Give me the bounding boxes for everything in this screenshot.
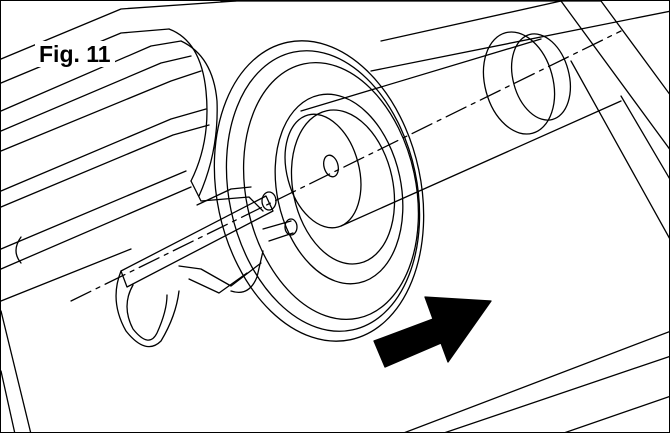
figure-label: Fig. 11	[35, 41, 115, 67]
housing-body	[1, 1, 237, 302]
arrow-right-icon	[373, 296, 492, 368]
cotter-pin	[115, 180, 298, 348]
shaft	[70, 30, 622, 302]
